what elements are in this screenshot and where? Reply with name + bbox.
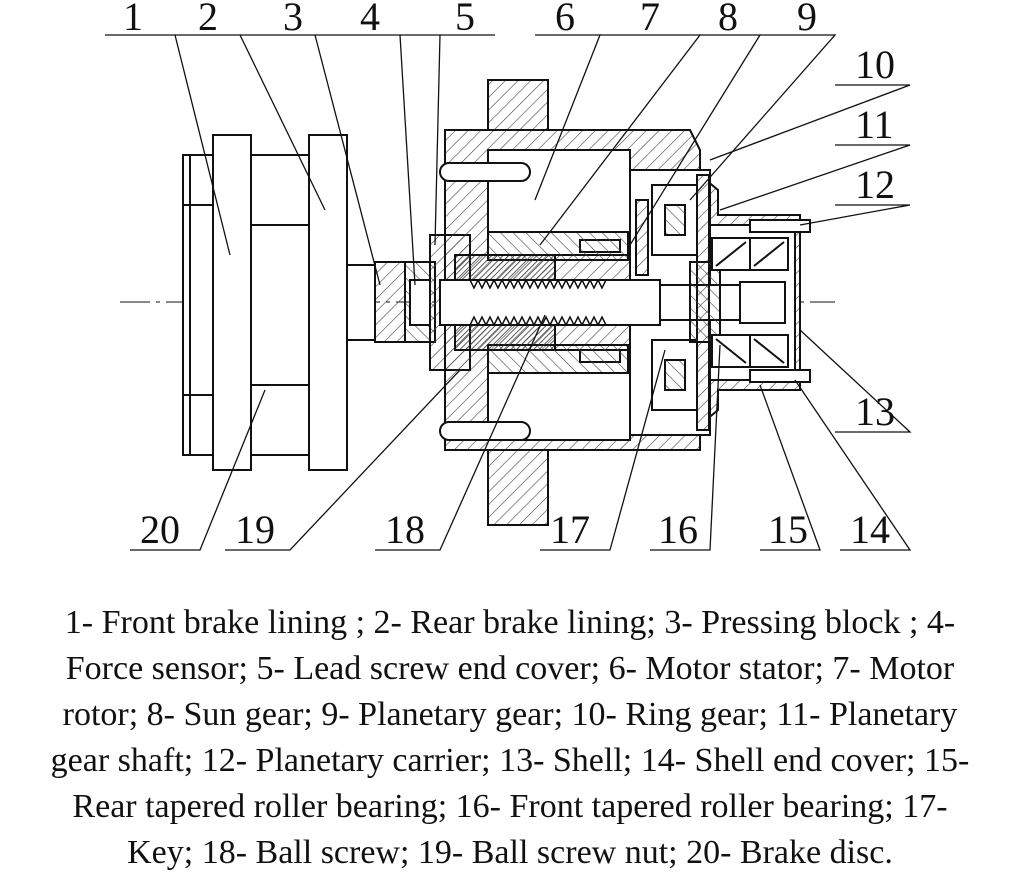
callout-16: 16 [658, 507, 698, 552]
callout-11: 11 [855, 102, 894, 147]
callout-14: 14 [850, 507, 890, 552]
pressing-block [346, 264, 376, 341]
callout-15: 15 [768, 507, 808, 552]
caption-line: Key; 18- Ball screw; 19- Ball screw nut;… [127, 834, 893, 871]
callout-13: 13 [855, 389, 895, 434]
caption-line: rotor; 8- Sun gear; 9- Planetary gear; 1… [62, 696, 958, 733]
figure-caption: 1- Front brake lining ; 2- Rear brake li… [0, 600, 1020, 876]
callout-4: 4 [360, 0, 380, 39]
rear-brake-lining [308, 134, 348, 471]
callout-7: 7 [640, 0, 660, 39]
caption-line: gear shaft; 12- Planetary carrier; 13- S… [50, 742, 970, 779]
pressing-block-hatch [374, 261, 406, 343]
ball-screw-nut-top [454, 254, 556, 281]
front-brake-lining [212, 134, 252, 471]
callout-3: 3 [283, 0, 303, 39]
brake-disc-outer [182, 154, 214, 456]
callout-17: 17 [550, 507, 590, 552]
callout-5: 5 [455, 0, 475, 39]
ball-screw-nut-bottom [454, 324, 556, 351]
caption-line: Rear tapered roller bearing; 16- Front t… [72, 788, 948, 825]
planetary-carrier [689, 261, 721, 343]
caption-line: Force sensor; 5- Lead screw end cover; 6… [65, 650, 955, 687]
callout-labels: 1 2 3 4 5 6 7 8 9 10 11 12 13 20 19 18 1… [123, 0, 895, 552]
callout-6: 6 [555, 0, 575, 39]
callout-2: 2 [198, 0, 218, 39]
brake-disc-assembly [182, 134, 348, 471]
callout-20: 20 [140, 507, 180, 552]
callout-1: 1 [123, 0, 143, 39]
callout-12: 12 [855, 162, 895, 207]
callout-19: 19 [235, 507, 275, 552]
bolt-top [439, 162, 531, 182]
callout-18: 18 [385, 507, 425, 552]
callout-8: 8 [718, 0, 738, 39]
sun-gear [635, 199, 649, 276]
brake-disc-body [250, 154, 310, 456]
bolt-bottom [439, 421, 531, 441]
bolt-cover-top [749, 219, 811, 233]
callout-10: 10 [855, 42, 895, 87]
caption-line: 1- Front brake lining ; 2- Rear brake li… [64, 604, 956, 641]
brake-actuator-cross-section: 1 2 3 4 5 6 7 8 9 10 11 12 13 20 19 18 1… [105, 0, 912, 552]
bolt-cover-bottom [749, 369, 811, 383]
callout-9: 9 [797, 0, 817, 39]
leader-lines [105, 34, 912, 551]
ball-screw [439, 279, 786, 326]
